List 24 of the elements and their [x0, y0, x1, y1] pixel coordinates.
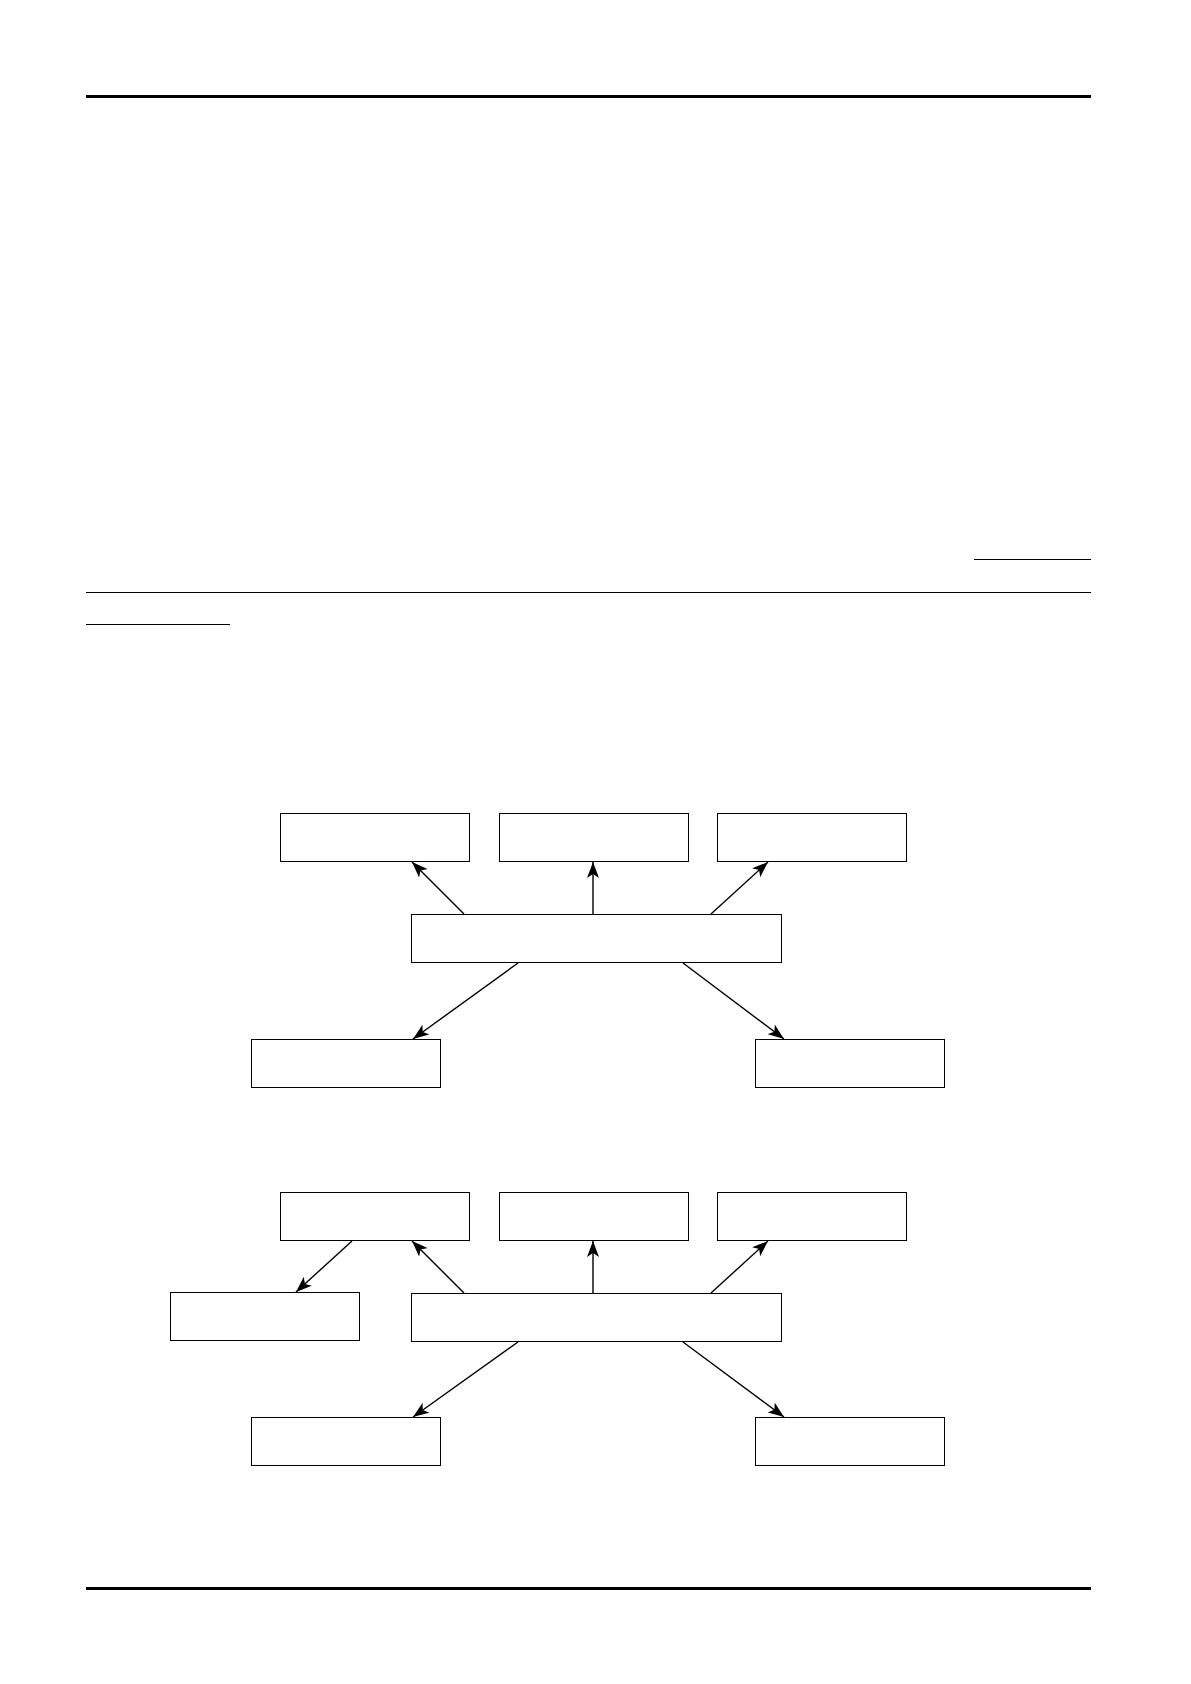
- empty-box: [251, 1417, 441, 1466]
- empty-box: [499, 1192, 689, 1241]
- arrow: [710, 861, 769, 915]
- empty-box: [499, 813, 689, 862]
- arrow: [412, 1341, 519, 1418]
- empty-box: [717, 1192, 907, 1241]
- arrow: [295, 1240, 353, 1293]
- arrow: [682, 1341, 785, 1418]
- empty-box: [280, 813, 470, 862]
- arrow: [587, 1240, 599, 1294]
- empty-box: [717, 813, 907, 862]
- empty-box: [755, 1417, 945, 1466]
- empty-box: [170, 1292, 360, 1341]
- empty-box: [755, 1039, 945, 1088]
- arrow: [411, 1240, 465, 1294]
- arrow: [412, 962, 519, 1040]
- arrow: [587, 861, 599, 915]
- empty-box: [251, 1039, 441, 1088]
- empty-box: [411, 1293, 782, 1342]
- arrow: [710, 1240, 769, 1294]
- arrow: [682, 962, 785, 1040]
- arrow: [411, 861, 465, 915]
- empty-box: [411, 914, 782, 963]
- empty-box: [280, 1192, 470, 1241]
